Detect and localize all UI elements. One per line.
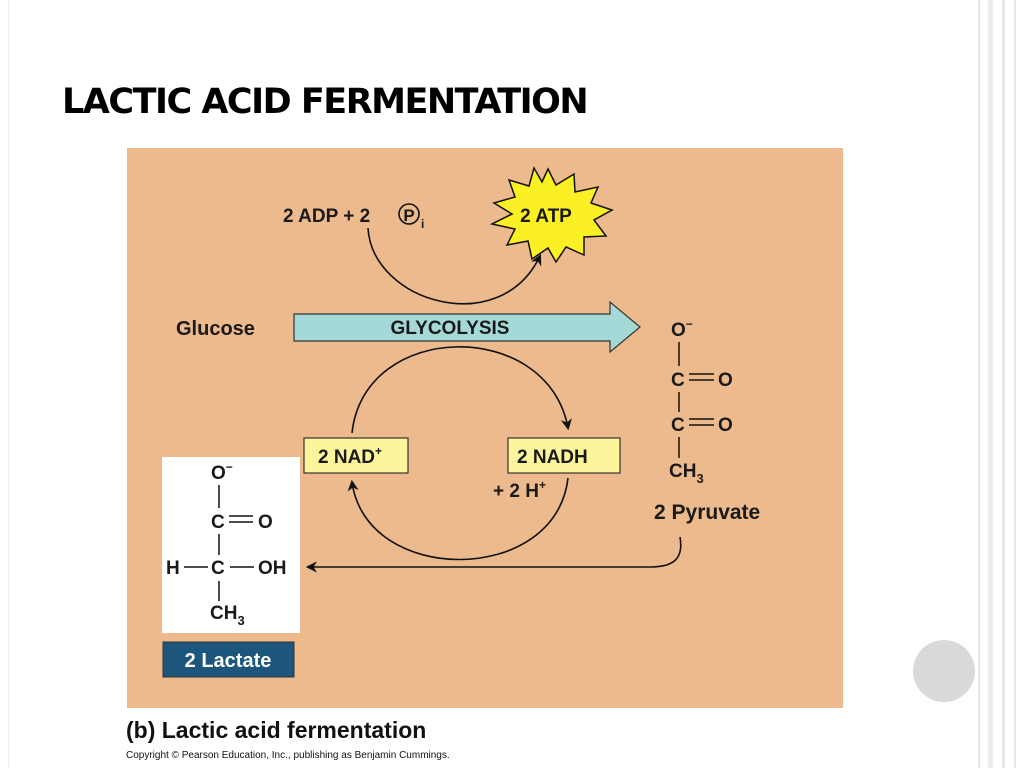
pyruvate-o2: O xyxy=(718,415,733,436)
slide-edge-line xyxy=(978,0,980,768)
glycolysis-label: GLYCOLYSIS xyxy=(391,318,510,339)
nad-to-nadh-arrow xyxy=(351,346,572,434)
adp-pi-label: 2 ADP + 2 xyxy=(283,206,370,227)
adp-to-atp-arrow xyxy=(367,227,542,305)
glycolysis-arrow xyxy=(293,300,641,354)
lactate-o-minus: O− xyxy=(211,460,233,484)
lactate-structure-box xyxy=(162,457,300,633)
phosphate-subscript: i xyxy=(421,217,424,231)
atp-starburst xyxy=(489,166,614,264)
nadh-box xyxy=(507,437,621,474)
pyruvate-c1: C xyxy=(671,370,685,391)
slide-edge-line xyxy=(8,0,9,768)
atp-label: 2 ATP xyxy=(520,206,572,227)
next-slide-circle-button[interactable] xyxy=(913,640,975,702)
pyruvate-o-minus: O− xyxy=(671,317,693,341)
glucose-label: Glucose xyxy=(176,318,255,340)
lactate-ch3: CH3 xyxy=(210,603,245,628)
h-plus-label: + 2 H+ xyxy=(493,478,546,502)
lactate-c2: C xyxy=(211,558,225,579)
pyruvate-label: 2 Pyruvate xyxy=(654,501,760,524)
phosphate-symbol: P xyxy=(403,206,414,225)
slide-edge-line xyxy=(988,0,993,768)
pyruvate-structure: O− C O C O CH3 xyxy=(669,317,733,486)
pyruvate-to-lactate-arrow xyxy=(305,536,682,573)
nadh-to-nad-arrow xyxy=(347,477,569,561)
lactate-label: 2 Lactate xyxy=(185,650,272,672)
lactate-h: H xyxy=(166,558,180,579)
nad-box xyxy=(303,437,409,474)
pyruvate-c2: C xyxy=(671,415,685,436)
copyright-notice: Copyright © Pearson Education, Inc., pub… xyxy=(126,750,450,761)
lactate-c1: C xyxy=(211,512,225,533)
slide-edge-line xyxy=(1014,0,1016,768)
pyruvate-o1: O xyxy=(718,370,733,391)
nadh-label: 2 NADH xyxy=(517,447,588,468)
slide-title: LACTIC ACID FERMENTATION xyxy=(62,82,589,122)
phosphate-circle-icon xyxy=(398,203,420,225)
pyruvate-ch3: CH3 xyxy=(669,461,704,486)
nad-label: 2 NAD+ xyxy=(318,444,382,468)
lactate-label-box xyxy=(162,641,295,678)
figure-caption: (b) Lactic acid fermentation xyxy=(126,717,427,743)
lactate-oh: OH xyxy=(258,558,287,579)
lactate-o1: O xyxy=(258,512,273,533)
slide-edge-line xyxy=(1002,0,1005,768)
lactate-structure: O− C O H C OH CH3 xyxy=(166,460,287,628)
